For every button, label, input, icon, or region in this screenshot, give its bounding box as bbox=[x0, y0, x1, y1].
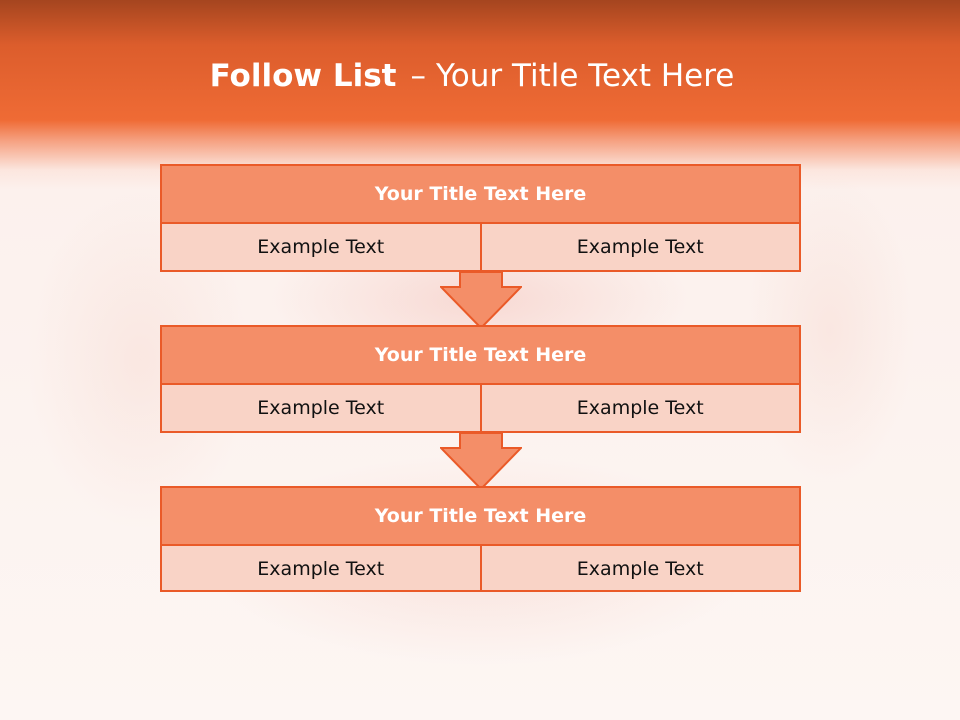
step-2-cell-right: Example Text bbox=[479, 385, 800, 431]
title-separator: – bbox=[410, 58, 426, 94]
step-box-1: Your Title Text Here Example Text Exampl… bbox=[160, 164, 801, 272]
step-box-3: Your Title Text Here Example Text Exampl… bbox=[160, 486, 801, 592]
step-3-cell-left: Example Text bbox=[257, 558, 385, 580]
slide-title: Follow List–Your Title Text Here bbox=[0, 54, 944, 98]
step-2-cell-left: Example Text bbox=[257, 397, 385, 419]
title-rest: Your Title Text Here bbox=[435, 58, 735, 94]
step-box-2: Your Title Text Here Example Text Exampl… bbox=[160, 325, 801, 433]
down-arrow-icon bbox=[440, 432, 522, 490]
title-bold: Follow List bbox=[209, 58, 397, 94]
step-title-2: Your Title Text Here bbox=[162, 327, 799, 385]
step-row-2: Example Text Example Text bbox=[162, 385, 799, 431]
step-1-cell-right: Example Text bbox=[479, 224, 800, 270]
step-row-3: Example Text Example Text bbox=[162, 546, 799, 592]
step-1-cell-left: Example Text bbox=[257, 236, 385, 258]
step-3-cell-right: Example Text bbox=[479, 546, 800, 592]
header-band bbox=[0, 0, 960, 190]
step-title-3: Your Title Text Here bbox=[162, 488, 799, 546]
down-arrow-icon bbox=[440, 271, 522, 329]
step-title-1: Your Title Text Here bbox=[162, 166, 799, 224]
step-row-1: Example Text Example Text bbox=[162, 224, 799, 270]
